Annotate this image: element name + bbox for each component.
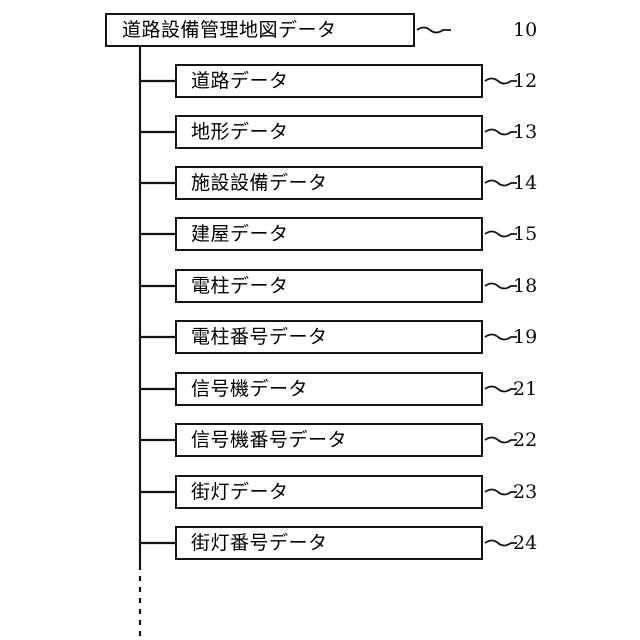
node-box-traffic-signal-number-data: 信号機番号データ [175, 423, 483, 457]
node-box-road-data: 道路データ [175, 64, 483, 98]
node-box-root: 道路設備管理地図データ [105, 13, 415, 47]
node-label-root: 道路設備管理地図データ [122, 18, 337, 41]
node-label-streetlight-number-data: 街灯番号データ [191, 531, 328, 554]
reference-number-utility-pole-number-data: 19 [513, 326, 538, 348]
reference-number-building-data: 15 [513, 223, 538, 245]
node-box-streetlight-number-data: 街灯番号データ [175, 526, 483, 560]
node-box-utility-pole-data: 電柱データ [175, 269, 483, 303]
node-box-traffic-signal-data: 信号機データ [175, 372, 483, 406]
reference-number-road-data: 12 [513, 70, 538, 92]
reference-leader-18 [484, 282, 517, 290]
reference-leader-12 [484, 77, 517, 85]
reference-leader-15 [484, 230, 517, 238]
reference-leader-24 [484, 539, 517, 547]
reference-number-terrain-data: 13 [513, 121, 538, 143]
node-label-road-data: 道路データ [191, 69, 289, 92]
node-label-facility-equipment-data: 施設設備データ [191, 171, 328, 194]
reference-number-facility-equipment-data: 14 [513, 172, 538, 194]
reference-leader-23 [484, 488, 517, 496]
node-label-traffic-signal-data: 信号機データ [191, 377, 309, 400]
reference-leader-14 [484, 179, 517, 187]
reference-number-utility-pole-data: 18 [513, 275, 538, 297]
node-label-utility-pole-number-data: 電柱番号データ [191, 325, 328, 348]
reference-leader-22 [484, 436, 517, 444]
node-label-utility-pole-data: 電柱データ [191, 274, 289, 297]
node-box-utility-pole-number-data: 電柱番号データ [175, 320, 483, 354]
reference-leader-19 [484, 333, 517, 341]
reference-leader-10 [416, 26, 451, 34]
node-box-streetlight-data: 街灯データ [175, 475, 483, 509]
node-label-terrain-data: 地形データ [191, 120, 289, 143]
reference-number-root: 10 [513, 19, 538, 41]
reference-leader-13 [484, 128, 517, 136]
reference-number-traffic-signal-number-data: 22 [513, 429, 538, 451]
node-label-building-data: 建屋データ [191, 222, 289, 245]
reference-leader-21 [484, 385, 517, 393]
node-box-facility-equipment-data: 施設設備データ [175, 166, 483, 200]
node-box-terrain-data: 地形データ [175, 115, 483, 149]
node-label-streetlight-data: 街灯データ [191, 480, 289, 503]
node-label-traffic-signal-number-data: 信号機番号データ [191, 428, 348, 451]
reference-number-streetlight-number-data: 24 [513, 532, 538, 554]
reference-number-traffic-signal-data: 21 [513, 378, 538, 400]
node-box-building-data: 建屋データ [175, 217, 483, 251]
reference-number-streetlight-data: 23 [513, 481, 538, 503]
